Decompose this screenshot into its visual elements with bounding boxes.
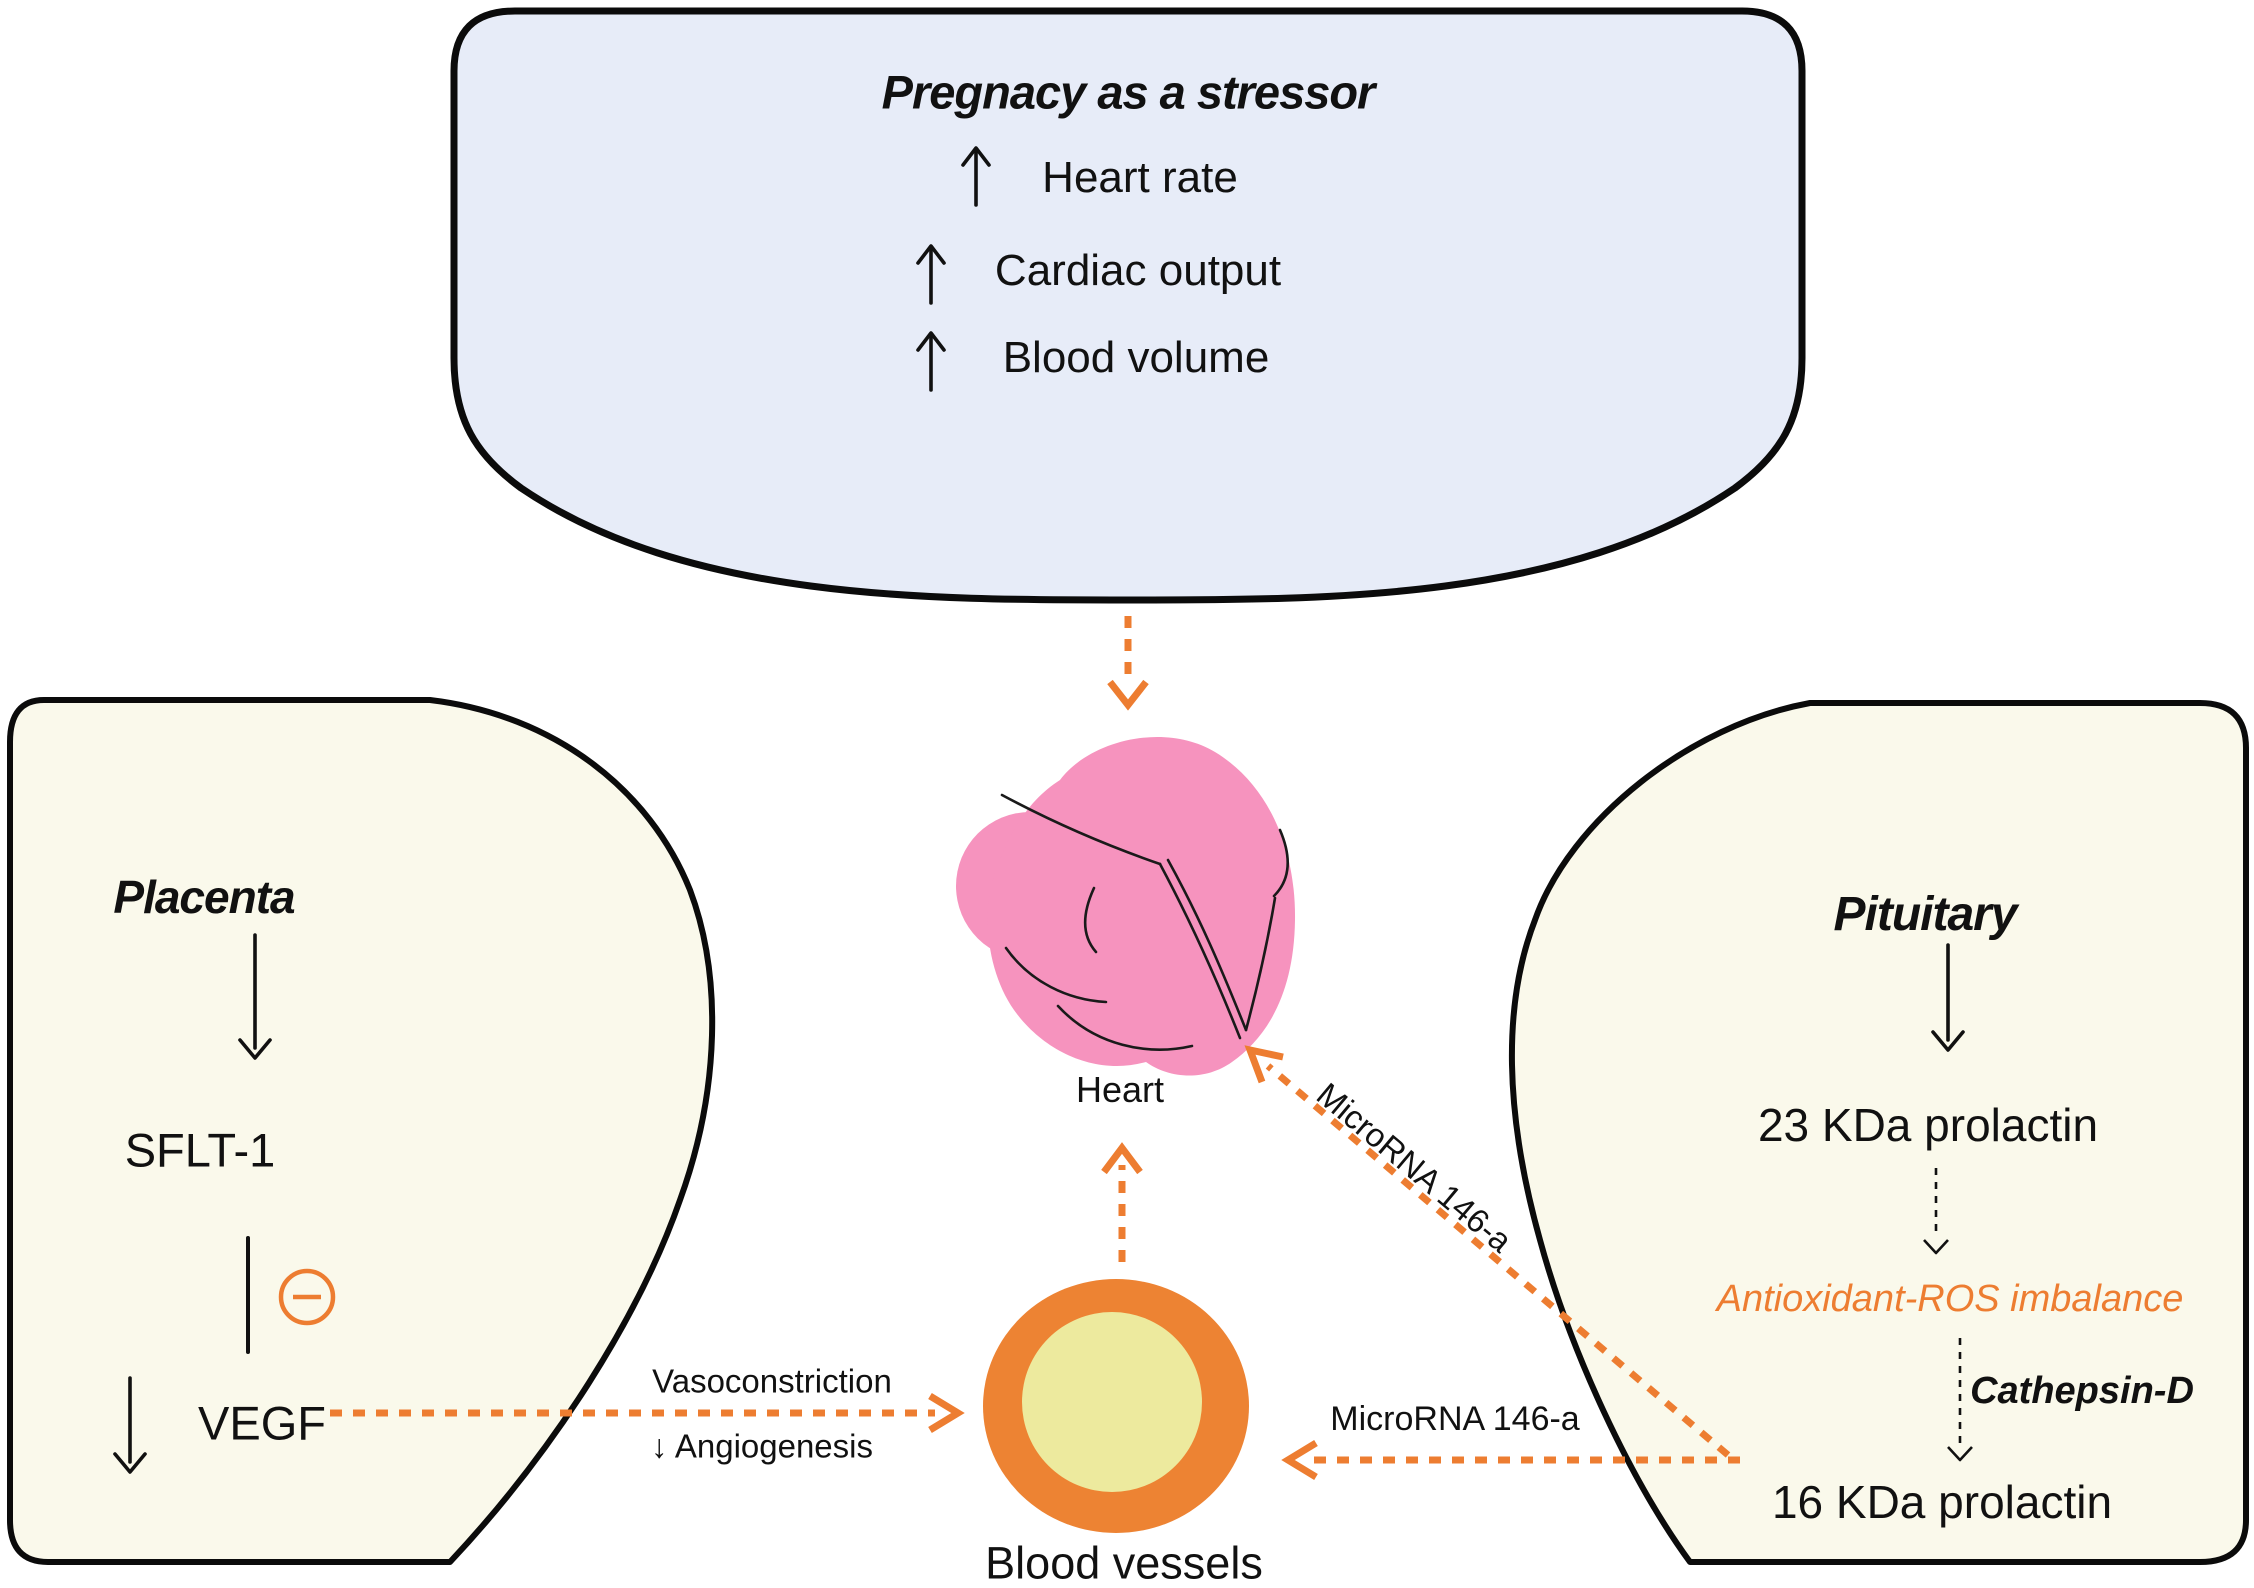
prolactin-to-imbalance-arrow xyxy=(1923,1168,1949,1255)
heart-body xyxy=(987,737,1296,1076)
blood-volume-up-arrow xyxy=(916,331,946,392)
heart-rate-up-arrow xyxy=(961,146,991,207)
placenta-title: Placenta xyxy=(113,870,295,923)
vessels-to-heart-arrow xyxy=(1101,1142,1143,1262)
prolactin-to-vessels-arrow xyxy=(1281,1440,1740,1480)
heart-detail-line xyxy=(1000,793,1162,866)
heart-detail-line xyxy=(1272,828,1290,898)
sflt-label: SFLT-1 xyxy=(124,1123,276,1177)
stressor-to-heart-arrow xyxy=(1107,616,1149,711)
prolactin16-label: 16 KDa prolactin xyxy=(1771,1475,2113,1528)
pituitary-to-prolactin-arrow xyxy=(1931,943,1965,1052)
heart-label: Heart xyxy=(1075,1069,1165,1111)
heart-detail-line xyxy=(1083,886,1098,954)
stressor-box-title: Pregnacy as a stressor xyxy=(881,65,1376,119)
placenta-to-sflt-arrow xyxy=(238,933,272,1060)
inhibition-minus-icon xyxy=(278,1268,336,1326)
imbalance-label: Antioxidant-ROS imbalance xyxy=(1716,1278,2184,1321)
prolactin-to-heart-arrow xyxy=(1244,1045,1731,1458)
stressor-shape xyxy=(450,7,1806,604)
pituitary-shape xyxy=(1508,700,2249,1565)
heart-detail-line xyxy=(1056,1004,1194,1051)
vasoconstriction-label: Vasoconstriction xyxy=(652,1362,892,1400)
cathepsin-label: Cathepsin-D xyxy=(1970,1370,2194,1413)
heart-detail-line xyxy=(1166,858,1248,1032)
imbalance-to-prolactin16-arrow xyxy=(1947,1338,1973,1462)
pituitary-title: Pituitary xyxy=(1833,887,2017,941)
heart-detail-line xyxy=(1004,946,1108,1004)
heart-detail-line xyxy=(1244,896,1277,1032)
cardiac-output-up-arrow xyxy=(916,244,946,305)
heart-icon xyxy=(956,737,1296,1076)
vegf-to-vessels-arrow xyxy=(330,1393,965,1433)
heart-detail-line xyxy=(1158,862,1242,1040)
vessel-lumen xyxy=(1022,1312,1202,1492)
angiogenesis-label: ↓ Angiogenesis xyxy=(651,1427,873,1465)
blood-vessel-icon xyxy=(983,1279,1249,1533)
stressor-item-cardiac-output: Cardiac output xyxy=(994,245,1282,295)
vegf-label: VEGF xyxy=(198,1396,326,1450)
vessels-label: Blood vessels xyxy=(985,1537,1263,1588)
placenta-shape xyxy=(7,697,716,1565)
mirna-to-vessels-label: MicroRNA 146-a xyxy=(1330,1400,1580,1439)
vegf-down-arrow xyxy=(113,1376,147,1474)
stressor-item-blood-volume: Blood volume xyxy=(1002,332,1270,382)
prolactin23-label: 23 KDa prolactin xyxy=(1757,1098,2099,1151)
stressor-item-heart-rate: Heart rate xyxy=(1042,152,1238,202)
